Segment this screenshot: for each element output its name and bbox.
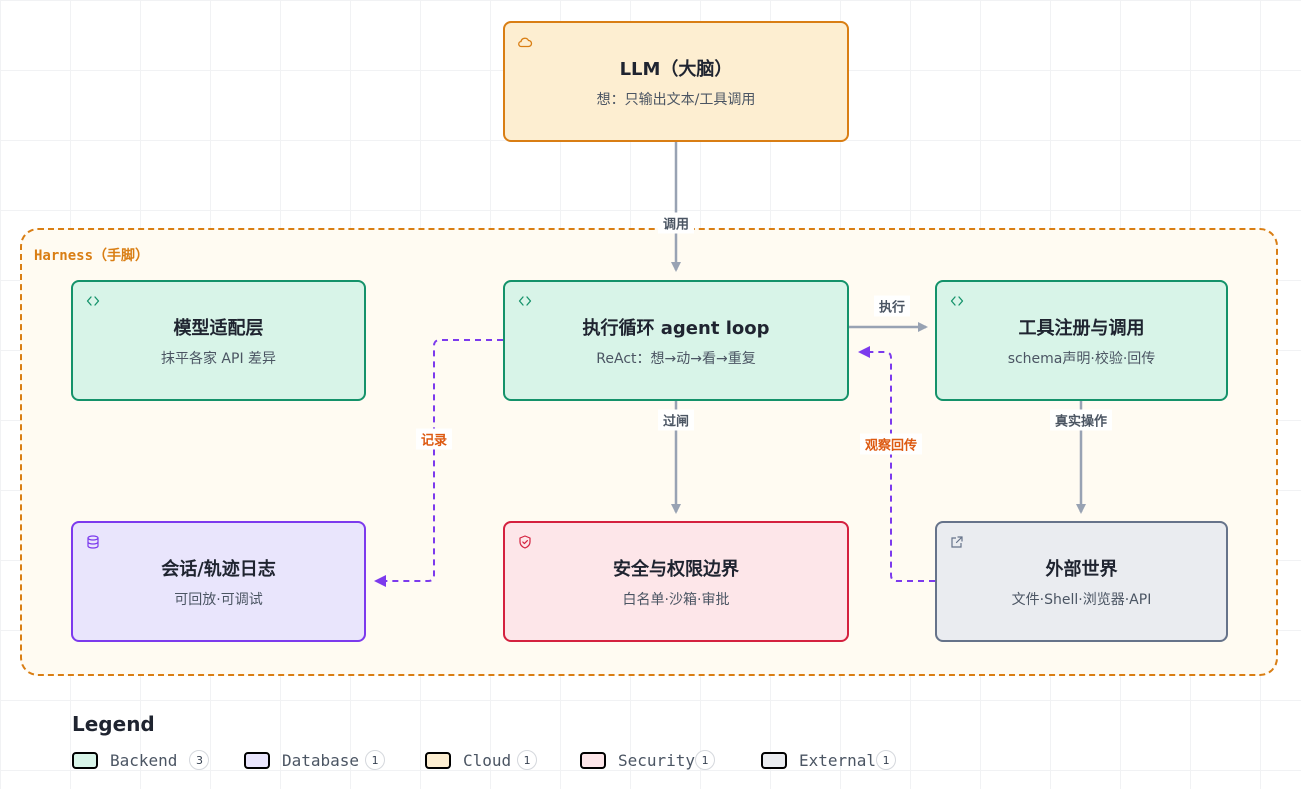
legend-item-external: External 1	[761, 748, 897, 772]
database-icon	[87, 535, 99, 549]
legend-label: Database	[282, 750, 360, 770]
node-world-title: 外部世界	[1045, 558, 1118, 580]
legend-swatch-database	[244, 751, 270, 769]
node-loop-title: 执行循环 agent loop	[582, 317, 770, 339]
edge-label-record: 记录	[415, 428, 453, 450]
external-link-icon	[951, 536, 963, 548]
edge-label-observe: 观察回传	[859, 433, 923, 455]
legend-item-cloud: Cloud 1	[425, 748, 538, 772]
node-adapter[interactable]: 模型适配层 抹平各家 API 差异	[71, 280, 366, 401]
edge-label-gate: 过闸	[657, 409, 695, 431]
node-world[interactable]: 外部世界 文件·Shell·浏览器·API	[935, 521, 1228, 642]
edge-observe	[858, 346, 935, 582]
legend-label: External	[799, 750, 877, 770]
legend-count-badge: 3	[189, 750, 210, 770]
legend-item-security: Security 1	[580, 748, 716, 772]
legend-item-backend: Backend 3	[72, 748, 210, 772]
code-icon	[86, 296, 100, 306]
node-llm-title: LLM（大脑）	[619, 58, 733, 80]
legend-label: Security	[618, 750, 696, 770]
node-loop-subtitle: ReAct：想→动→看→重复	[596, 350, 756, 367]
legend-count-badge: 1	[517, 750, 538, 770]
shield-icon	[519, 535, 531, 549]
edge-label-execute: 执行	[873, 295, 911, 317]
legend-count-badge: 1	[695, 750, 716, 770]
node-world-subtitle: 文件·Shell·浏览器·API	[1011, 591, 1152, 608]
node-adapter-title: 模型适配层	[173, 317, 264, 339]
node-tools[interactable]: 工具注册与调用 schema声明·校验·回传	[935, 280, 1228, 401]
legend-label: Backend	[110, 750, 178, 770]
code-icon	[950, 296, 964, 306]
harness-group-label: Harness（手脚）	[34, 248, 150, 264]
node-security-subtitle: 白名单·沙箱·审批	[622, 591, 730, 608]
node-adapter-subtitle: 抹平各家 API 差异	[160, 350, 277, 367]
legend-title: Legend	[72, 712, 155, 736]
legend-count-badge: 1	[876, 750, 897, 770]
node-log-subtitle: 可回放·可调试	[174, 591, 263, 608]
node-security-title: 安全与权限边界	[613, 558, 739, 580]
node-tools-title: 工具注册与调用	[1018, 317, 1145, 339]
cloud-icon	[518, 37, 533, 48]
legend-swatch-cloud	[425, 751, 451, 769]
edge-record	[374, 339, 503, 587]
node-security[interactable]: 安全与权限边界 白名单·沙箱·审批	[503, 521, 849, 642]
edge-label-real-ops: 真实操作	[1049, 409, 1113, 431]
node-log[interactable]: 会话/轨迹日志 可回放·可调试	[71, 521, 366, 642]
node-log-title: 会话/轨迹日志	[161, 558, 276, 580]
legend-label: Cloud	[463, 750, 512, 770]
legend-swatch-external	[761, 751, 787, 769]
node-llm[interactable]: LLM（大脑） 想：只输出文本/工具调用	[503, 21, 849, 142]
node-llm-subtitle: 想：只输出文本/工具调用	[596, 91, 756, 108]
code-icon	[518, 296, 532, 306]
legend-swatch-backend	[72, 751, 98, 769]
legend-swatch-security	[580, 751, 606, 769]
node-tools-subtitle: schema声明·校验·回传	[1007, 350, 1156, 367]
legend-count-badge: 1	[365, 750, 386, 770]
node-loop[interactable]: 执行循环 agent loop ReAct：想→动→看→重复	[503, 280, 849, 401]
legend-item-database: Database 1	[244, 748, 386, 772]
edge-label-invoke: 调用	[657, 212, 695, 234]
